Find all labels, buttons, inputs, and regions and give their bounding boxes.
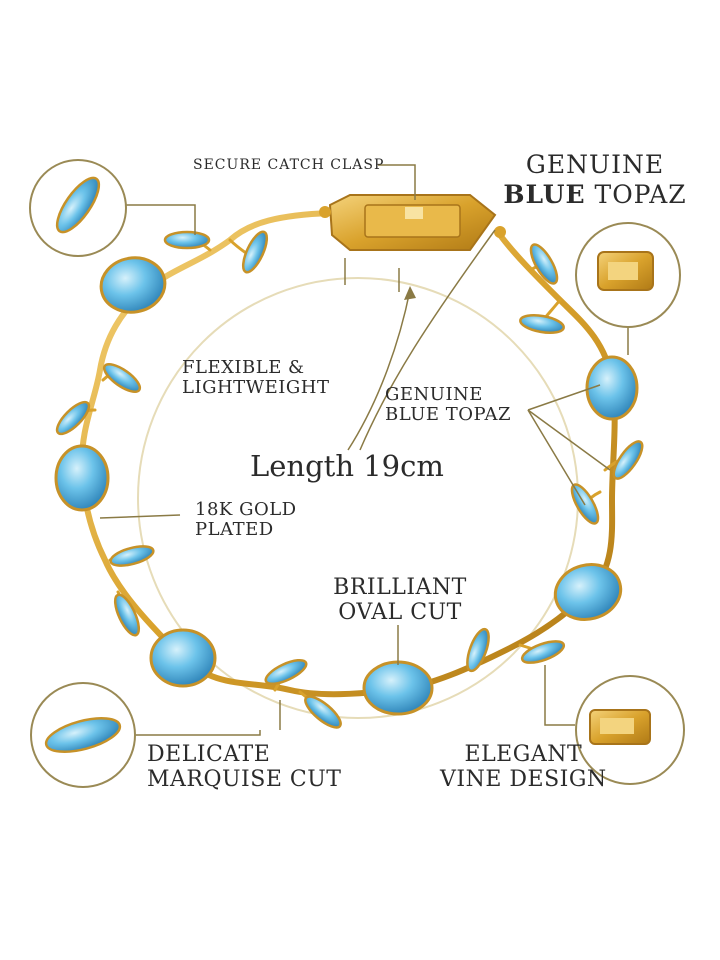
marquise-gem [109,545,155,567]
callout-length-arrow2 [359,229,496,451]
label-topaz: GENUINE BLUE TOPAZ [385,384,511,426]
callout-gold [99,514,181,519]
marquise-gem [241,230,269,274]
label-clasp: SECURE CATCH CLASP [193,157,385,173]
marquise-gem [529,243,559,285]
clasp [319,194,506,251]
detail-circle-marquise-top [29,159,127,257]
label-topaz-line1: GENUINE [385,384,483,405]
label-flexible: FLEXIBLE & LIGHTWEIGHT [182,357,330,399]
label-gold-line1: 18K GOLD [195,499,297,520]
label-gold: 18K GOLD PLATED [195,499,297,541]
detail-circle-clasp-top [575,222,681,328]
callout-clasp [378,164,416,200]
marquise-gem [466,627,490,673]
label-oval: BRILLIANT OVAL CUT [330,575,470,625]
label-oval-line1: BRILLIANT [333,575,467,600]
oval-gem [149,628,217,688]
label-flexible-line1: FLEXIBLE & [182,357,305,378]
marquise-gem [612,440,644,480]
callout-topaz-1 [527,384,601,411]
marquise-gem [304,695,342,729]
marquise-gem [519,313,565,335]
marquise-gem [113,593,141,637]
marquise-gem [264,658,308,686]
label-gold-line2: PLATED [195,519,274,541]
callout-marquise-bottom [130,730,261,736]
oval-gem [585,355,639,421]
label-marquise-line2: MARQUISE CUT [147,766,342,792]
callout-length-arrow [347,289,411,451]
label-oval-line2: OVAL CUT [338,599,462,625]
oval-gem [362,660,434,716]
oval-gem [54,444,110,512]
oval-gem [553,563,623,621]
marquise-gem [520,640,566,664]
label-flexible-line2: LIGHTWEIGHT [182,377,330,399]
marquise-gem [55,400,91,436]
label-length: Length 19cm [250,449,444,483]
arrow-head [404,286,416,300]
header-line2: BLUE TOPAZ [500,180,690,210]
callout-topaz-3 [527,409,586,506]
header-rest-word: TOPAZ [594,180,687,209]
header-line1: GENUINE [525,150,665,179]
detail-circle-marquise-bottom [30,682,136,788]
label-vine: ELEGANT VINE DESIGN [440,742,607,792]
label-marquise-line1: DELICATE [147,742,271,767]
detail-circle-clasp-bottom [575,675,685,785]
marquise-gem [163,230,211,250]
callout-topaz-2 [527,409,611,471]
label-topaz-line2: BLUE TOPAZ [385,404,511,426]
marquise-gem [102,363,142,393]
header-title: GENUINE BLUE TOPAZ [500,150,690,210]
callout-vine [544,665,575,726]
oval-gem [99,256,167,314]
label-vine-line1: ELEGANT [464,742,583,767]
bracelet-chain [78,210,618,698]
label-vine-line2: VINE DESIGN [440,766,607,792]
label-marquise: DELICATE MARQUISE CUT [147,742,342,792]
callout-marquise-detail [125,204,196,235]
header-bold-word: BLUE [503,180,586,209]
